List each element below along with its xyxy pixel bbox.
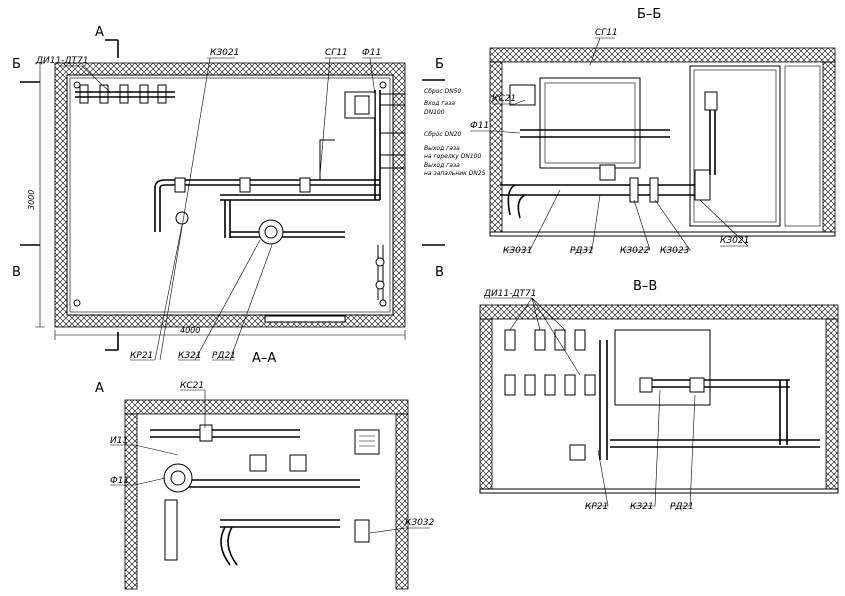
- vv-label-kz21: КЗ21: [630, 502, 654, 512]
- plan-valve-1: [175, 211, 189, 225]
- bb-label-kz021: КЗ021: [720, 236, 749, 246]
- plan-label-kz021: КЗ021: [210, 48, 239, 58]
- svg-text:Выход газа: Выход газа: [424, 162, 460, 169]
- bb-label-f11: Ф11: [470, 121, 489, 131]
- plan-mark-b-left: Б: [12, 57, 21, 72]
- plan-mark-a-bottom: А: [95, 381, 104, 396]
- plan-label-kz21: КЗ21: [178, 351, 202, 361]
- plan-dim-width: 4000: [180, 326, 200, 335]
- bb-label-rd31: РД31: [570, 246, 594, 256]
- bb-label-kz022: КЗ022: [620, 246, 650, 256]
- plan-door-bottom: [264, 315, 346, 323]
- svg-text:Сброс DN20: Сброс DN20: [424, 131, 462, 138]
- bb-label-kz031: КЗ031: [503, 246, 532, 256]
- svg-text:на запальник DN25: на запальник DN25: [424, 170, 486, 177]
- plan-mark-a-top: А: [95, 25, 104, 40]
- bb-label-kz023: КЗ023: [660, 246, 690, 256]
- plan-filter: [258, 219, 284, 245]
- plan-dim-height: 3000: [27, 190, 36, 210]
- aa-vent-grille: [354, 429, 380, 455]
- plan-instruments: [79, 84, 167, 104]
- aa-filter: [163, 463, 193, 493]
- svg-text:на горелку DN100: на горелку DN100: [424, 153, 481, 160]
- section-v-v: В–В ДИ11-ДТ71 КР21 КЗ21 РД21: [479, 279, 839, 512]
- bb-label-sg11: СГ11: [595, 28, 618, 38]
- section-a-a: А–А КС21 И11 Ф11 КЗ032: [110, 351, 435, 590]
- svg-text:Вход газа: Вход газа: [424, 100, 455, 107]
- plan-mark-b-right: Б: [435, 57, 444, 72]
- plan-label-di-dt: ДИ11-ДТ71: [35, 56, 88, 66]
- section-b-b: Б–Б СГ11 КС21 Ф11 КЗ031 РД31 КЗ022 КЗ023: [470, 7, 836, 256]
- aa-label-ks21: КС21: [180, 381, 204, 391]
- aa-label-i11: И11: [110, 436, 128, 446]
- plan-mark-v-left: В: [12, 265, 21, 280]
- aa-label-kz032: КЗ032: [405, 518, 435, 528]
- plan-label-rd21: РД21: [212, 351, 236, 361]
- svg-text:Выход газа: Выход газа: [424, 145, 460, 152]
- plan-label-f11: Ф11: [362, 48, 381, 58]
- section-v-v-title: В–В: [633, 279, 657, 294]
- vv-label-kr21: КР21: [585, 502, 608, 512]
- vv-instruments: [504, 329, 596, 396]
- vv-label-di-dt: ДИ11-ДТ71: [483, 289, 536, 299]
- plan-notes: Сброс DN50 Вход газа DN100 Сброс DN20 Вы…: [424, 88, 486, 177]
- svg-text:DN100: DN100: [424, 109, 445, 116]
- plan-mark-v-right: В: [435, 265, 444, 280]
- section-b-b-title: Б–Б: [637, 7, 661, 22]
- aa-label-f11: Ф11: [110, 476, 129, 486]
- plan-label-kr21: КР21: [130, 351, 153, 361]
- section-a-a-title: А–А: [252, 351, 276, 366]
- bb-label-ks21: КС21: [492, 94, 516, 104]
- plan-view: А А Б Б В В 4000 3000 ДИ11-ДТ71 КЗ021 СГ…: [12, 25, 486, 396]
- svg-text:Сброс DN50: Сброс DN50: [424, 88, 462, 95]
- bb-door: [689, 65, 781, 227]
- bb-window: [539, 77, 641, 169]
- plan-label-sg11: СГ11: [325, 48, 348, 58]
- vv-label-rd21: РД21: [670, 502, 694, 512]
